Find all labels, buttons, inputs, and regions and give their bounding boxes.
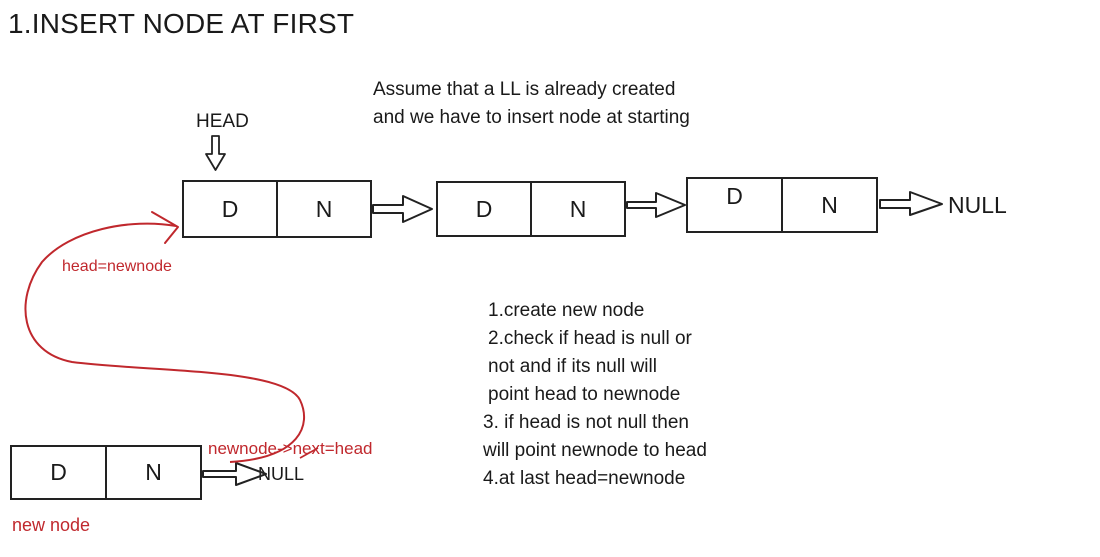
next-arrow-2-icon	[626, 192, 686, 218]
node-data-cell: D	[221, 195, 239, 222]
next-arrow-1-icon	[372, 195, 433, 223]
list-node-1: D N	[182, 180, 372, 238]
diagram-title: 1.INSERT NODE AT FIRST	[8, 8, 355, 39]
node-next-cell: N	[530, 183, 624, 235]
head-label: HEAD	[196, 111, 249, 132]
red-arrowhead-icon	[151, 211, 179, 244]
node-next-cell: N	[276, 182, 370, 236]
head-down-arrow-icon	[205, 135, 226, 171]
head-assign-annotation: head=newnode	[62, 258, 172, 275]
step-line: 2.check if head is null or	[488, 328, 692, 349]
node-data-cell: D	[475, 195, 493, 222]
next-arrow-3-icon	[879, 191, 943, 216]
node-next-cell: N	[105, 447, 200, 498]
step-line: 1.create new node	[488, 300, 645, 321]
node-data-cell: D	[50, 459, 67, 485]
node-data-cell: D	[726, 183, 743, 209]
next-assign-annotation: newnode->next=head	[208, 439, 373, 458]
assumption-note: Assume that a LL is already created and …	[373, 76, 690, 132]
step-line: 4.at last head=newnode	[483, 468, 686, 489]
steps-list: 1.create new node 2.check if head is nul…	[483, 297, 707, 493]
new-node: D N	[10, 445, 202, 500]
new-node-null: NULL	[258, 464, 305, 484]
list-node-3: D N	[686, 177, 878, 233]
assumption-line: and we have to insert node at starting	[373, 107, 690, 128]
list-node-2: D N	[436, 181, 626, 237]
step-line: 3. if head is not null then	[483, 412, 689, 433]
step-line: point head to newnode	[488, 384, 681, 405]
red-link-curve	[24, 222, 305, 463]
null-terminator: NULL	[948, 192, 1007, 218]
red-pointer-stroke	[299, 447, 319, 459]
assumption-line: Assume that a LL is already created	[373, 79, 676, 100]
new-node-label: new node	[12, 515, 91, 535]
node-next-cell: N	[781, 179, 876, 231]
step-line: will point newnode to head	[483, 440, 707, 461]
step-line: not and if its null will	[488, 356, 657, 377]
new-node-next-arrow-icon	[202, 462, 267, 486]
